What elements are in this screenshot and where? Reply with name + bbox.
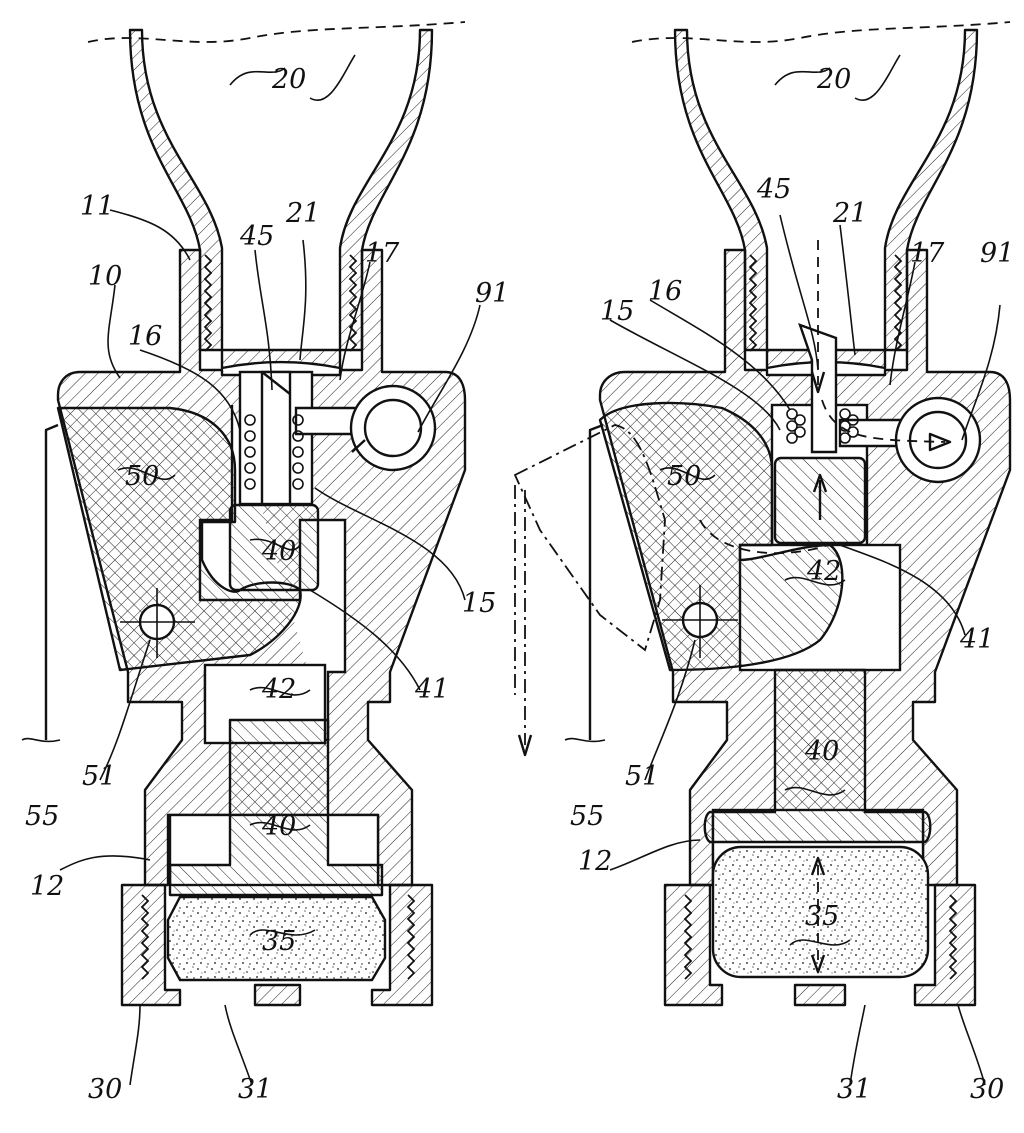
outlet-ring-outer — [349, 384, 437, 472]
label-11-left: 11 — [80, 191, 114, 222]
piston-upper — [228, 503, 320, 592]
lever-motion-arc — [699, 519, 841, 555]
label-16-right: 16 — [648, 276, 682, 307]
label-50-left: 50 — [125, 461, 159, 492]
label-10-left: 10 — [88, 261, 122, 292]
pin — [260, 370, 292, 506]
container-wall-left-right — [673, 28, 769, 352]
container-break-line-right — [631, 21, 1011, 43]
cap-left-right — [663, 883, 724, 1007]
label-42-left: 42 — [261, 674, 296, 705]
piston-lower — [168, 718, 384, 897]
label-15-right: 15 — [600, 296, 634, 327]
label-17-left: 17 — [365, 238, 400, 269]
cap-right — [370, 883, 434, 1007]
label-35-right: 35 — [805, 901, 839, 932]
label-45-left: 45 — [239, 221, 274, 252]
label-40-upper-left: 40 — [261, 536, 296, 567]
seal — [220, 348, 342, 370]
cap-right-right — [913, 883, 977, 1007]
label-31-left: 31 — [238, 1074, 272, 1105]
label-35-left: 35 — [262, 926, 296, 957]
label-41-right: 41 — [959, 624, 994, 655]
label-55-right: 55 — [570, 801, 604, 832]
gas-unit-right — [711, 845, 930, 979]
leaders-right — [609, 54, 1001, 1086]
label-55-left: 55 — [25, 801, 59, 832]
label-45-right: 45 — [756, 174, 791, 205]
label-42-right: 42 — [806, 556, 841, 587]
label-30-left: 30 — [88, 1074, 122, 1105]
flow-arrow-out — [821, 399, 946, 443]
spring-coils-left — [244, 414, 304, 490]
cap — [120, 883, 182, 1007]
label-12-right: 12 — [578, 846, 612, 877]
container-wall-left — [128, 28, 224, 352]
label-41-left: 41 — [414, 674, 449, 705]
piston-lower-right — [703, 668, 932, 844]
outlet-ring-inner-right — [908, 410, 968, 470]
label-50-right: 50 — [667, 461, 701, 492]
container-break-line — [87, 21, 466, 43]
label-30-right: 30 — [970, 1074, 1004, 1105]
label-51-right: 51 — [625, 761, 659, 792]
label-12-left: 12 — [30, 871, 64, 902]
trigger-line — [44, 423, 59, 740]
container-wall-right — [338, 28, 434, 352]
left-view: 20 21 11 10 16 45 17 91 50 40 15 51 42 4… — [21, 21, 509, 1105]
trigger-line-right — [588, 423, 604, 740]
leaders-left — [59, 54, 481, 1086]
label-31-right: 31 — [837, 1074, 871, 1105]
label-20-left: 20 — [271, 64, 306, 95]
label-40-right: 40 — [804, 736, 839, 767]
label-17-right: 17 — [910, 238, 945, 269]
gas-unit — [166, 895, 387, 982]
right-view: 20 21 45 17 91 16 15 50 42 41 51 55 40 1… — [513, 21, 1014, 1105]
label-16-left: 16 — [128, 321, 162, 352]
label-51-left: 51 — [82, 761, 116, 792]
label-40-lower-left: 40 — [261, 811, 296, 842]
cap-center — [253, 983, 302, 1007]
label-21-left: 21 — [285, 198, 320, 229]
outlet-gap — [351, 439, 366, 453]
container-wall-right-right — [883, 28, 979, 352]
label-91-right: 91 — [980, 238, 1014, 269]
cap-center-right — [793, 983, 847, 1007]
spring-coils-right — [786, 408, 859, 444]
lever-previous-position — [513, 424, 666, 652]
label-21-right: 21 — [832, 198, 867, 229]
label-15-left: 15 — [462, 588, 496, 619]
label-91-left: 91 — [475, 278, 509, 309]
label-20-right: 20 — [816, 64, 851, 95]
